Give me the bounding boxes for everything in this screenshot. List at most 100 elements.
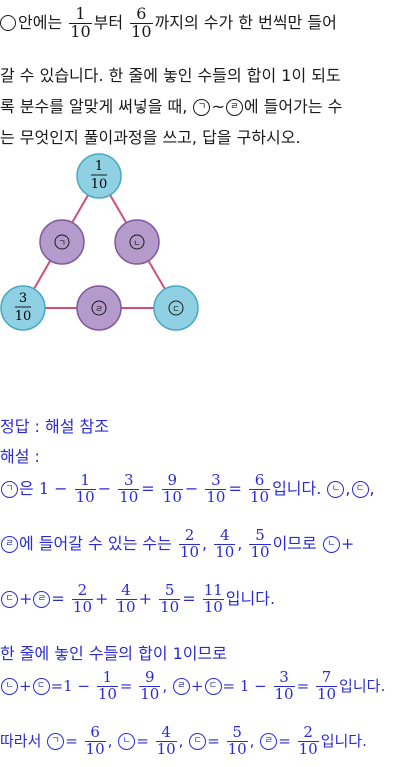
circled-label: ㄷ (32, 677, 50, 695)
denominator: 10 (155, 739, 177, 758)
denominator: 10 (249, 542, 271, 561)
denominator: 10 (71, 597, 93, 616)
numerator: 9 (167, 471, 178, 489)
node-c-label: ㄷ (172, 305, 179, 314)
denominator: 10 (130, 21, 153, 41)
node-top-numerator: 1 (95, 159, 103, 174)
operator: = (136, 731, 149, 750)
node-d-label: ㄹ (95, 305, 102, 314)
text: 안에는 (18, 12, 63, 32)
text: 입니다. (320, 731, 367, 750)
denominator: 10 (84, 739, 106, 758)
numerator: 9 (145, 668, 155, 686)
numerator: 3 (211, 471, 221, 489)
text: 1 − (38, 478, 68, 498)
node-d: ㄹ (76, 285, 122, 331)
operator: + (19, 588, 33, 608)
node-bl-denominator: 10 (15, 309, 32, 324)
numerator: 4 (161, 723, 171, 741)
text: 에 들어가는 수 (243, 97, 343, 116)
numerator: 5 (164, 581, 175, 599)
circled-label: ㄷ (204, 677, 222, 695)
circled-label: ㄹ (172, 677, 190, 695)
numerator: 3 (279, 668, 289, 686)
numerator: 2 (184, 526, 195, 544)
numerator: 11 (203, 581, 223, 599)
node-top-denominator: 10 (91, 177, 108, 192)
denominator: 10 (178, 542, 201, 561)
operator: + (95, 588, 109, 608)
text: 부터 (93, 12, 124, 32)
circled-label: ㄷ (189, 732, 207, 750)
denominator: 10 (74, 487, 96, 506)
circled-label: ㄴ (327, 480, 345, 498)
circled-label: ㄹ (225, 99, 243, 116)
denominator: 10 (297, 739, 319, 758)
operator: = (182, 588, 196, 608)
denominator: 10 (214, 542, 236, 561)
text: 까지의 수가 한 번씩만 들어 (154, 12, 337, 32)
denominator: 10 (315, 684, 338, 703)
operator: + (138, 588, 152, 608)
circled-label: ㄴ (1, 677, 18, 695)
circled-label: ㄹ (1, 535, 18, 553)
denominator: 10 (273, 684, 295, 703)
triangle-diagram: 1 10 ㄱ ㄴ 3 10 ㄹ ㄷ (0, 153, 199, 331)
operator: − (184, 478, 199, 498)
problem-line-4: 는 무엇인지 풀이과정을 쓰고, 답을 구하시오. (0, 128, 301, 147)
numerator: 2 (303, 723, 313, 741)
operator: = (228, 478, 242, 498)
operator: =1 − (50, 676, 91, 695)
comma: , (249, 731, 255, 750)
text: 입니다. (272, 478, 322, 498)
comma: , (107, 731, 113, 750)
operator: = (278, 731, 291, 750)
comma: , (237, 533, 243, 553)
numerator: 4 (121, 581, 131, 599)
answer-line: 정답 : 해설 참조 (0, 417, 109, 436)
node-bl-numerator: 3 (19, 291, 27, 306)
operator: = (141, 478, 155, 498)
numerator: 1 (102, 668, 113, 686)
text: 은 (19, 478, 34, 498)
node-b-label: ㄴ (133, 239, 140, 248)
operator: = 1 − (222, 676, 267, 695)
comma: , (178, 731, 184, 750)
denominator: 10 (205, 487, 227, 506)
solution-line-4: 한 줄에 놓인 수들의 합이 1이므로 (0, 644, 227, 663)
tilde: ~ (211, 97, 225, 116)
text: 이므로 (272, 533, 317, 553)
denominator: 10 (159, 597, 181, 616)
operator: − (97, 478, 112, 498)
comma: , (369, 478, 375, 498)
circled-label: ㄴ (322, 535, 340, 553)
numerator: 3 (123, 471, 134, 489)
circled-label: ㄱ (193, 99, 211, 116)
numerator: 6 (136, 4, 147, 23)
text: 록 분수를 알맞게 써넣을 때, (0, 97, 188, 116)
operator: = (296, 676, 310, 695)
circled-label: ㄷ (351, 480, 369, 498)
numerator: 1 (80, 471, 90, 489)
numerator: 5 (232, 723, 242, 741)
